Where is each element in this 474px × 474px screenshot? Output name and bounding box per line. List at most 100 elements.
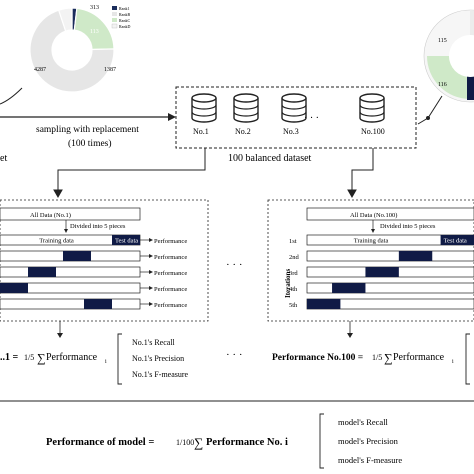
class-distribution-donut-left: Rank1 RankB RankC RankD 313 113 1387 428… [29, 5, 130, 93]
test-fold [365, 267, 399, 277]
slice-label: 115 [438, 38, 447, 44]
test-fold [0, 283, 28, 293]
down-arrows [59, 321, 351, 336]
model-formula-prefix: Performance of model = [46, 437, 154, 448]
test-label: Test data [115, 238, 138, 245]
cv-row: 2nd [289, 250, 474, 262]
database-icon: No.100 [359, 93, 385, 136]
iteration-label: 2nd [289, 254, 300, 261]
donut-slice [57, 7, 73, 32]
database-icon: No.2 [233, 93, 259, 136]
slice-label: 313 [90, 5, 99, 11]
datasets-caption: 100 balanced dataset [228, 153, 312, 164]
database-icon: No.1 [191, 93, 217, 136]
brace [319, 413, 324, 469]
metric-fmeasure: No.1's F-measure [132, 370, 189, 379]
cv-panel-right [267, 199, 474, 322]
test-fold [28, 267, 56, 277]
performance-label: Performance [154, 254, 187, 261]
database-cylinders: No.1 No.2 No.3 No.100 [191, 93, 385, 136]
formula-frac: 1/5 [372, 353, 382, 362]
formula-right: Performance No.100 = 1/5 ∑ Performance i [272, 351, 454, 365]
sum-symbol: ∑ [384, 351, 393, 365]
model-formula-frac: 1/100 [176, 438, 194, 447]
test-fold [112, 235, 140, 245]
metric-recall: No.1's Recall [132, 338, 176, 347]
test-fold [307, 299, 341, 309]
formula-prefix: ..1 = [0, 352, 19, 363]
cv-row: 3rd [289, 266, 474, 278]
test-fold [398, 251, 433, 261]
connector-dot [426, 116, 430, 120]
branch-connectors [53, 148, 374, 199]
test-fold [332, 283, 366, 293]
legend-swatch [112, 6, 117, 10]
all-data-label: All Data (No.1) [30, 212, 71, 219]
left-edge-text: et [0, 153, 7, 164]
connector-line [417, 95, 443, 125]
all-data-bar [306, 207, 474, 221]
cv-row: 5th [289, 298, 474, 310]
brace [465, 333, 470, 385]
training-data-bar [306, 250, 474, 262]
donut-slice [427, 56, 470, 99]
slice-label: 4287 [34, 67, 46, 73]
test-fold [63, 251, 91, 261]
metric-precision: No.1's Precision [132, 354, 184, 363]
panels-ellipsis: · · · [226, 259, 243, 271]
training-data-bar [0, 266, 141, 278]
database-icon: No.3 [281, 93, 307, 136]
cv-row: Performance [0, 250, 187, 262]
dataset-label: No.3 [283, 127, 299, 136]
training-label: Training data [354, 238, 389, 245]
class-distribution-donut-right: 115 116 [423, 9, 474, 103]
formula-frac: 1/5 [24, 353, 34, 362]
cv-row: Training data Test data Performance [0, 234, 187, 246]
formula-subscript: i [105, 359, 107, 365]
dataset-label: No.2 [235, 127, 251, 136]
formulas-ellipsis: · · · [226, 349, 243, 361]
donut-slice [470, 10, 474, 36]
training-data-bar [306, 282, 474, 294]
test-fold [440, 235, 474, 245]
iteration-label: 5th [289, 302, 298, 309]
iterations-label: Iterations [284, 269, 292, 298]
cv-row: Performance [0, 266, 187, 278]
legend-swatch [112, 12, 117, 16]
divided-label: Divided into 5 pieces [380, 223, 436, 230]
connector-line [0, 87, 23, 105]
training-label: Training data [39, 238, 74, 245]
performance-label: Performance [154, 302, 187, 309]
training-data-bar [0, 298, 141, 310]
sampling-label: sampling with replacement [36, 125, 139, 135]
cv-row: 4th [289, 282, 474, 294]
datasets-ellipsis: · · · [304, 113, 319, 124]
slice-label: 1387 [104, 67, 116, 73]
slice-label: 116 [438, 82, 447, 88]
performance-label: Performance [154, 238, 187, 245]
model-fmeasure: model's F-measure [338, 455, 402, 465]
sampling-arrow [0, 113, 176, 121]
formula-left: ..1 = 1/5 ∑ Performance i [0, 351, 107, 365]
dataset-label: No.1 [193, 127, 209, 136]
legend-swatch [111, 23, 118, 29]
slice-label: 113 [90, 29, 99, 35]
training-data-bar [306, 234, 474, 246]
legend-label: RankB [119, 12, 130, 17]
sum-symbol: ∑ [37, 351, 46, 365]
legend-label: Rank1 [119, 6, 129, 11]
formula-prefix: Performance No.100 = [272, 353, 363, 363]
model-formula-suffix: Performance No. i [206, 437, 288, 448]
donut-hole [449, 35, 474, 77]
performance-label: Performance [154, 286, 187, 293]
model-performance-formula: Performance of model = 1/100 ∑ Performan… [46, 435, 288, 450]
model-precision: model's Precision [338, 436, 399, 446]
datasets-box [175, 86, 417, 149]
iteration-label: 3rd [289, 270, 298, 277]
all-data-bar [0, 207, 141, 221]
formula-term: Performance [46, 352, 98, 363]
legend-label: RankC [119, 18, 130, 23]
